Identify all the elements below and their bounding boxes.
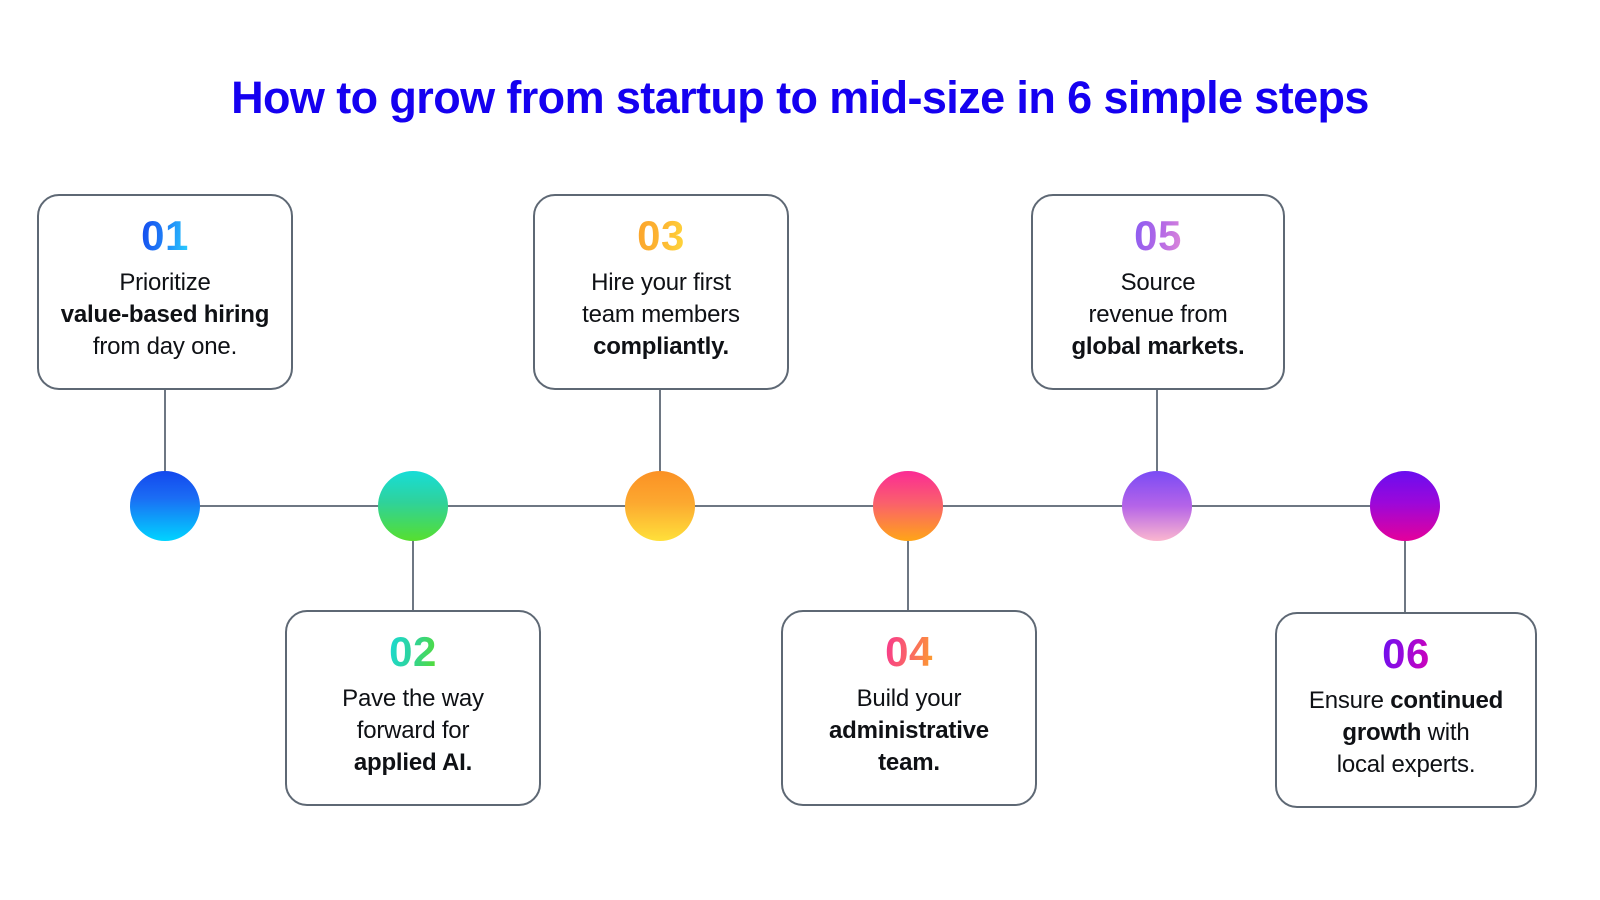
step-number-4: 04	[885, 628, 933, 676]
timeline-node-3[interactable]	[625, 471, 695, 541]
step-number-2: 02	[389, 628, 437, 676]
connector-step-2	[412, 540, 414, 611]
connector-step-4	[907, 540, 909, 611]
connector-step-3	[659, 390, 661, 472]
connector-step-1	[164, 390, 166, 472]
step-number-5: 05	[1134, 212, 1182, 260]
timeline-node-5[interactable]	[1122, 471, 1192, 541]
step-number-3: 03	[637, 212, 685, 260]
step-number-1: 01	[141, 212, 189, 260]
timeline-node-4[interactable]	[873, 471, 943, 541]
step-number-6: 06	[1382, 630, 1430, 678]
timeline-axis	[165, 505, 1405, 507]
connector-step-5	[1156, 390, 1158, 472]
timeline-node-6[interactable]	[1370, 471, 1440, 541]
connector-step-6	[1404, 540, 1406, 613]
timeline-node-1[interactable]	[130, 471, 200, 541]
timeline-node-2[interactable]	[378, 471, 448, 541]
page-title: How to grow from startup to mid-size in …	[231, 72, 1369, 123]
